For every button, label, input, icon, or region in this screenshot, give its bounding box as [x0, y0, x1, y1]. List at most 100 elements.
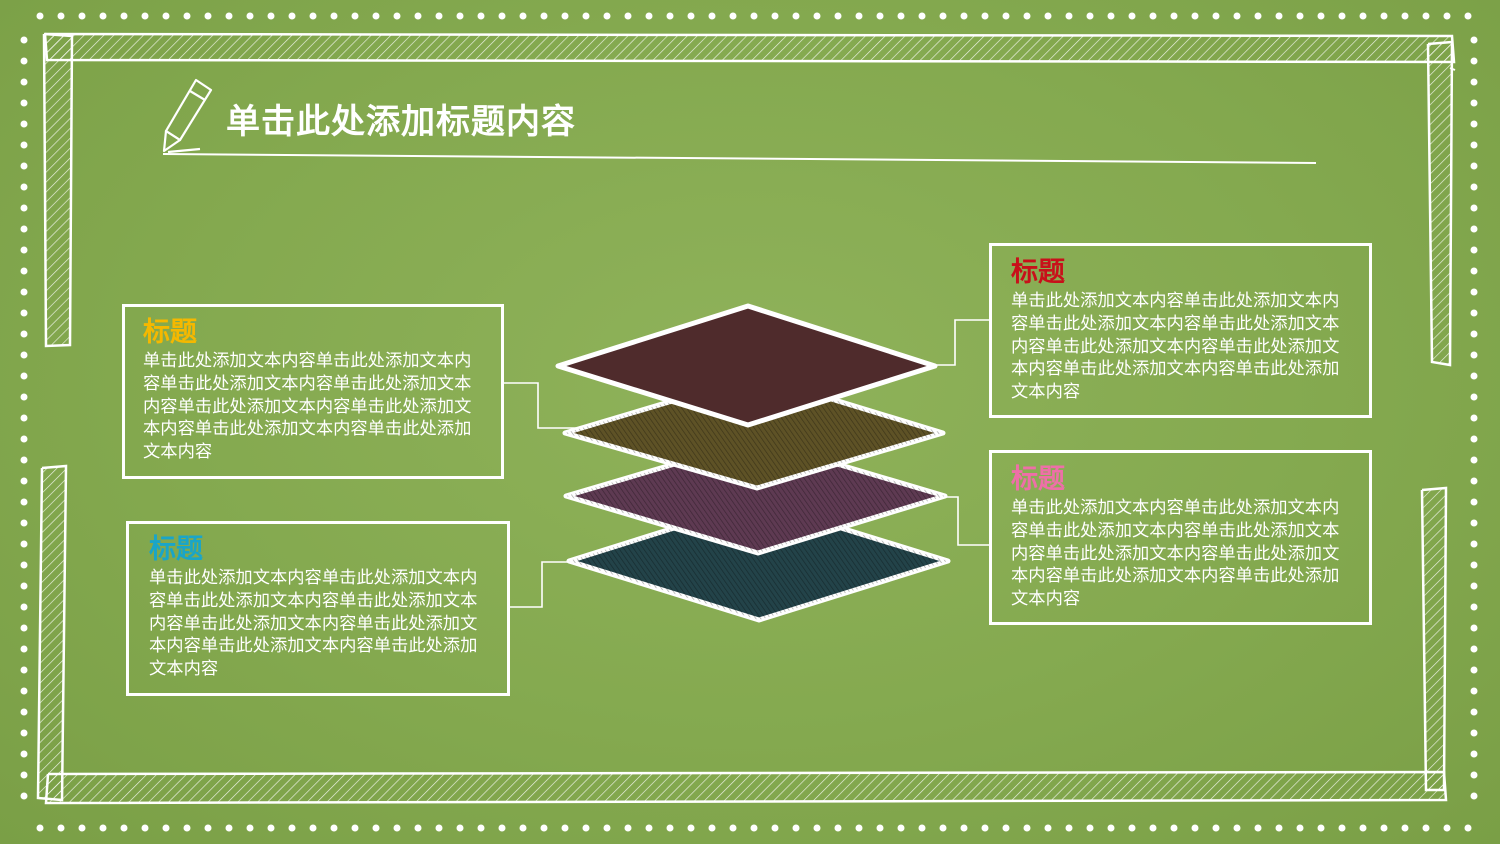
- border-dot: [729, 824, 737, 832]
- dotted-border: [20, 12, 1478, 832]
- border-dot: [351, 12, 359, 20]
- border-dot: [162, 12, 170, 20]
- border-dot: [645, 824, 653, 832]
- border-dot: [1470, 309, 1478, 317]
- card-body: 单击此处添加文本内容单击此处添加文本内容单击此处添加文本内容单击此处添加文本内容…: [1011, 498, 1340, 610]
- border-dot: [687, 824, 695, 832]
- border-dot: [20, 330, 28, 338]
- border-dot: [750, 12, 758, 20]
- border-dot: [1422, 12, 1430, 20]
- border-dot: [897, 12, 905, 20]
- border-dot: [1470, 120, 1478, 128]
- border-dot: [1470, 519, 1478, 527]
- border-dot: [246, 12, 254, 20]
- border-dot: [20, 309, 28, 317]
- border-dot: [1470, 78, 1478, 86]
- border-dot: [855, 824, 863, 832]
- border-dot: [1470, 792, 1478, 800]
- border-dot: [120, 824, 128, 832]
- border-dot: [20, 771, 28, 779]
- border-dot: [540, 12, 548, 20]
- border-dot: [1359, 12, 1367, 20]
- border-dot: [729, 12, 737, 20]
- text-card-right-bottom[interactable]: 标题 单击此处添加文本内容单击此处添加文本内容单击此处添加文本内容单击此处添加文…: [989, 450, 1372, 625]
- border-dot: [792, 12, 800, 20]
- border-dot: [20, 225, 28, 233]
- border-dot: [1338, 824, 1346, 832]
- border-dot: [603, 12, 611, 20]
- border-dot: [20, 729, 28, 737]
- card-title: 标题: [143, 317, 197, 348]
- border-dot: [1470, 372, 1478, 380]
- border-dot: [288, 12, 296, 20]
- border-dot: [750, 824, 758, 832]
- border-dot: [20, 792, 28, 800]
- border-dot: [456, 12, 464, 20]
- border-dot: [1317, 12, 1325, 20]
- border-dot: [624, 12, 632, 20]
- border-dot: [540, 824, 548, 832]
- border-dot: [20, 519, 28, 527]
- border-dot: [414, 12, 422, 20]
- border-dot: [918, 12, 926, 20]
- border-dot: [1359, 824, 1367, 832]
- border-dot: [78, 824, 86, 832]
- border-dot: [309, 824, 317, 832]
- text-card-left-top[interactable]: 标题 单击此处添加文本内容单击此处添加文本内容单击此处添加文本内容单击此处添加文…: [122, 304, 504, 479]
- border-dot: [99, 12, 107, 20]
- border-dot: [1470, 645, 1478, 653]
- border-dot: [330, 12, 338, 20]
- border-dot: [372, 12, 380, 20]
- border-dot: [267, 12, 275, 20]
- border-dot: [1470, 666, 1478, 674]
- layer-stack: [555, 303, 951, 623]
- border-dot: [1002, 824, 1010, 832]
- border-dot: [1317, 824, 1325, 832]
- border-dot: [99, 824, 107, 832]
- border-dot: [1065, 824, 1073, 832]
- card-title: 标题: [1011, 464, 1065, 495]
- text-card-right-top[interactable]: 标题 单击此处添加文本内容单击此处添加文本内容单击此处添加文本内容单击此处添加文…: [989, 243, 1372, 418]
- border-dot: [1086, 824, 1094, 832]
- border-dot: [1254, 824, 1262, 832]
- border-dot: [771, 12, 779, 20]
- border-dot: [225, 12, 233, 20]
- border-dot: [1470, 57, 1478, 65]
- border-dot: [162, 824, 170, 832]
- border-dot: [393, 12, 401, 20]
- border-dot: [20, 456, 28, 464]
- border-dot: [20, 582, 28, 590]
- connector-lines: [503, 319, 989, 608]
- border-dot: [1191, 12, 1199, 20]
- border-dot: [183, 824, 191, 832]
- border-dot: [1380, 824, 1388, 832]
- border-dot: [1470, 267, 1478, 275]
- border-dot: [1107, 824, 1115, 832]
- border-dot: [813, 12, 821, 20]
- sketch-frame-top: [42, 32, 1456, 367]
- border-dot: [267, 824, 275, 832]
- border-dot: [36, 12, 44, 20]
- border-dot: [1470, 624, 1478, 632]
- border-dot: [939, 824, 947, 832]
- border-dot: [1275, 824, 1283, 832]
- stack-layer-1: [555, 303, 938, 428]
- border-dot: [204, 12, 212, 20]
- text-card-left-bottom[interactable]: 标题 单击此处添加文本内容单击此处添加文本内容单击此处添加文本内容单击此处添加文…: [126, 521, 510, 696]
- border-dot: [309, 12, 317, 20]
- border-dot: [1470, 99, 1478, 107]
- border-dot: [20, 477, 28, 485]
- title-underline: [162, 153, 1317, 164]
- border-dot: [1212, 12, 1220, 20]
- border-dot: [1002, 12, 1010, 20]
- border-dot: [1470, 456, 1478, 464]
- card-body: 单击此处添加文本内容单击此处添加文本内容单击此处添加文本内容单击此处添加文本内容…: [143, 351, 472, 463]
- border-dot: [1470, 687, 1478, 695]
- border-dot: [1470, 708, 1478, 716]
- border-dot: [519, 12, 527, 20]
- border-dot: [225, 824, 233, 832]
- border-dot: [1065, 12, 1073, 20]
- slide-title[interactable]: 单击此处添加标题内容: [226, 102, 576, 142]
- border-dot: [1212, 824, 1220, 832]
- border-dot: [1170, 824, 1178, 832]
